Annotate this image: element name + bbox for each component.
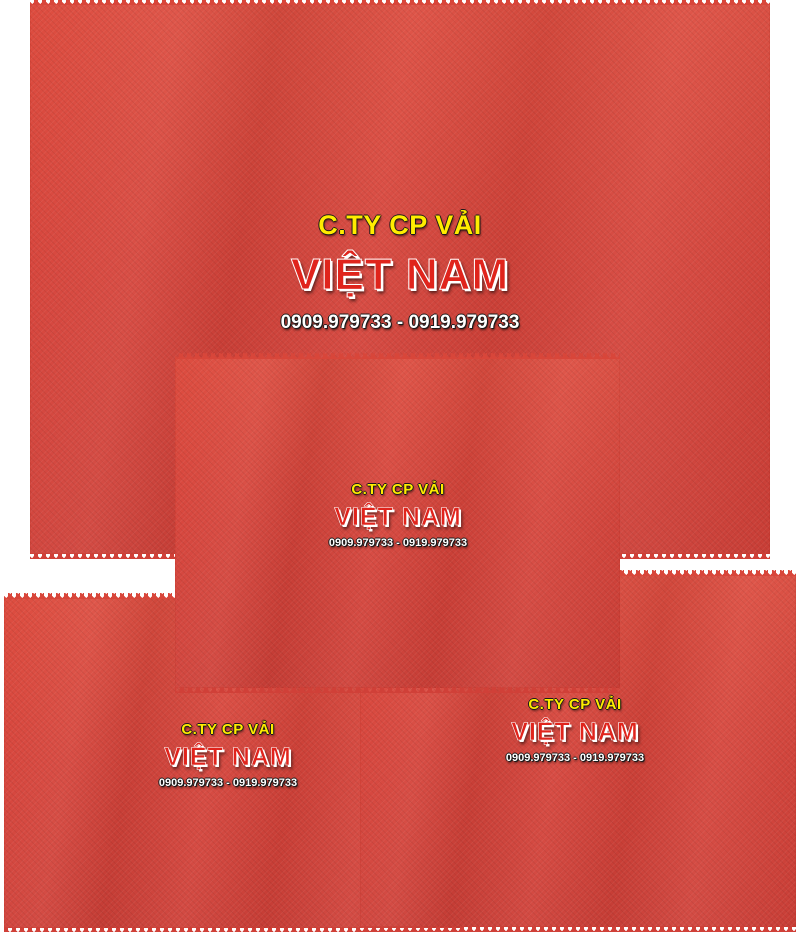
phone-numbers: 0909.979733 - 0919.979733 bbox=[505, 752, 645, 764]
company-name: C.TY CP VẢI bbox=[181, 721, 275, 738]
swatch-label-bottom-left: C.TY CP VẢI VIỆT NAM 0909.979733 - 0919.… bbox=[78, 722, 378, 789]
phone-numbers: 0909.979733 - 0919.979733 bbox=[280, 312, 520, 333]
fabric-swatch-large bbox=[30, 0, 770, 554]
company-name: C.TY CP VẢI bbox=[351, 481, 445, 498]
company-name: C.TY CP VẢI bbox=[528, 696, 622, 713]
brand-name: VIỆT NAM bbox=[290, 250, 510, 299]
brand-name: VIỆT NAM bbox=[164, 743, 292, 771]
swatch-label-bottom-right: C.TY CP VẢI VIỆT NAM 0909.979733 - 0919.… bbox=[425, 697, 725, 764]
fabric-swatch-middle bbox=[175, 353, 620, 688]
swatch-label-middle: C.TY CP VẢI VIỆT NAM 0909.979733 - 0919.… bbox=[248, 482, 548, 549]
company-name: C.TY CP VẢI bbox=[318, 210, 482, 240]
phone-numbers: 0909.979733 - 0919.979733 bbox=[328, 537, 468, 549]
brand-name: VIỆT NAM bbox=[334, 503, 462, 531]
swatch-label-large: C.TY CP VẢI VIỆT NAM 0909.979733 - 0919.… bbox=[200, 210, 600, 333]
brand-name: VIỆT NAM bbox=[511, 718, 639, 746]
phone-numbers: 0909.979733 - 0919.979733 bbox=[158, 777, 298, 789]
